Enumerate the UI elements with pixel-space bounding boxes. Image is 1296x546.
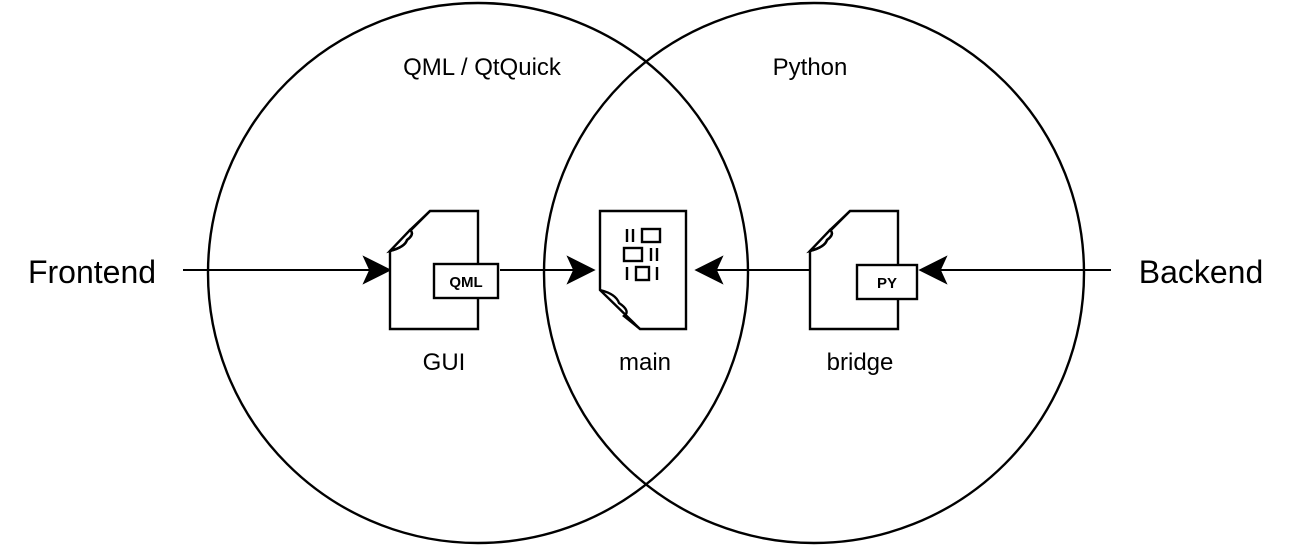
gui-file-label: GUI	[423, 349, 466, 376]
svg-text:QML: QML	[449, 274, 482, 291]
backend-label: Backend	[1139, 254, 1264, 290]
qml-circle	[206, 1, 750, 545]
qml-circle-label: QML / QtQuick	[403, 54, 562, 81]
frontend-label: Frontend	[28, 254, 156, 290]
binary-file-icon	[598, 209, 688, 331]
python-circle-label: Python	[773, 54, 848, 81]
frontend-to-gui-arrow	[183, 255, 392, 285]
main-file-label: main	[619, 349, 671, 376]
qml-file-icon: QML	[386, 209, 500, 331]
py-badge: PY	[855, 263, 919, 301]
python-file-icon: PY	[806, 209, 919, 331]
backend-to-bridge-arrow	[918, 255, 1111, 285]
gui-to-main-arrow	[500, 255, 596, 285]
binary-digits-icon	[622, 227, 662, 282]
python-circle	[542, 1, 1086, 545]
svg-text:PY: PY	[877, 275, 897, 292]
qml-badge: QML	[432, 262, 500, 300]
bridge-file-label: bridge	[827, 349, 894, 376]
bridge-to-main-arrow	[694, 255, 810, 285]
